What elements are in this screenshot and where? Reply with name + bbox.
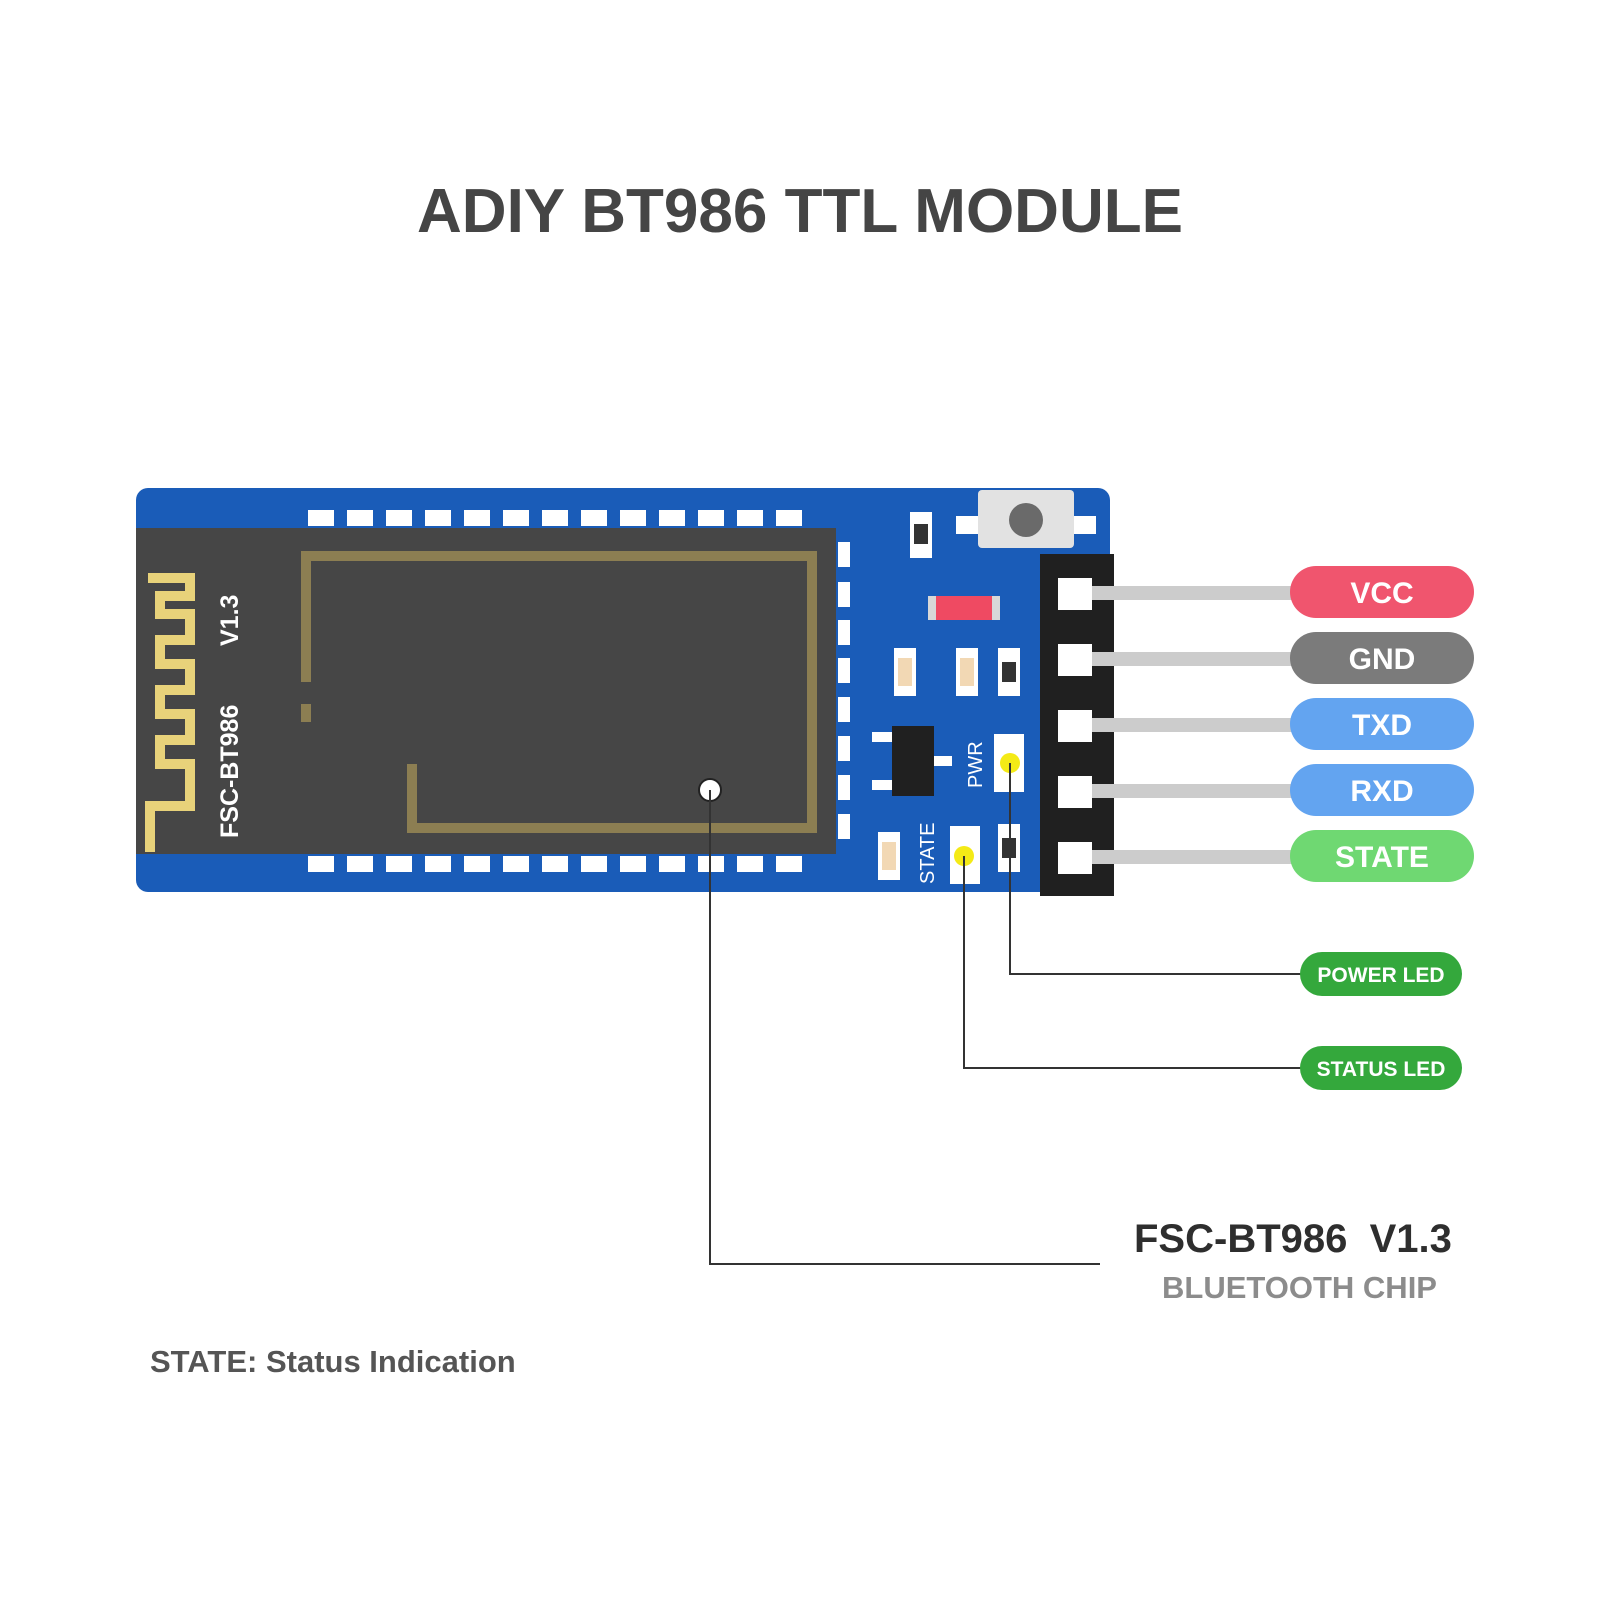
- led-badge-power: [1300, 952, 1462, 996]
- pin-text-state: STATE: [1335, 841, 1429, 874]
- pin-wires: [1092, 586, 1302, 864]
- led-text-power: POWER LED: [1317, 964, 1444, 987]
- resistor-2: [956, 648, 978, 696]
- pin-label-state: STATE: [1290, 830, 1474, 882]
- pin-badge-gnd: [1290, 632, 1474, 684]
- resistor-1: [894, 648, 916, 696]
- pin-text-txd: TXD: [1352, 709, 1412, 742]
- pin-label-vcc: VCC: [1290, 566, 1474, 618]
- led-label-power: POWER LED: [1300, 952, 1462, 996]
- smd-component-top: [910, 512, 932, 558]
- chip-callout-name: FSC-BT986 V1.3: [1134, 1217, 1452, 1261]
- red-smd: [928, 596, 1000, 620]
- antenna-trace: [145, 573, 195, 852]
- led-badge-status: [1300, 1046, 1462, 1090]
- led-text-status: STATUS LED: [1317, 1058, 1446, 1081]
- gold-trace: [301, 551, 817, 833]
- pin-pads: [1058, 578, 1092, 874]
- pwr-silkscreen: PWR: [965, 741, 987, 788]
- diode-1: [998, 648, 1020, 696]
- pin-text-gnd: GND: [1349, 643, 1416, 676]
- module-version-label: V1.3: [216, 595, 244, 646]
- pin-text-rxd: RXD: [1350, 775, 1413, 808]
- bluetooth-module: [136, 528, 836, 854]
- bottom-pads: [308, 856, 802, 872]
- led-label-status: STATUS LED: [1300, 1046, 1462, 1090]
- transistor: [872, 726, 952, 796]
- pin-text-vcc: VCC: [1350, 577, 1413, 610]
- pin-label-gnd: GND: [1290, 632, 1474, 684]
- callout-lines: [709, 763, 1304, 1265]
- resistor-3: [878, 832, 900, 880]
- chip-callout-subtitle: BLUETOOTH CHIP: [1162, 1270, 1437, 1305]
- module-name-label: FSC-BT986: [216, 705, 244, 838]
- pin-badge-txd: [1290, 698, 1474, 750]
- pin-badge-vcc: [1290, 566, 1474, 618]
- pin-badge-rxd: [1290, 764, 1474, 816]
- side-pads: [838, 542, 850, 839]
- state-silkscreen: STATE: [917, 823, 939, 884]
- pin-badge-state: [1290, 830, 1474, 882]
- pin-label-txd: TXD: [1290, 698, 1474, 750]
- page-title: ADIY BT986 TTL MODULE: [417, 177, 1183, 246]
- top-pads: [308, 510, 802, 526]
- footnote: STATE: Status Indication: [150, 1344, 516, 1379]
- pin-label-rxd: RXD: [1290, 764, 1474, 816]
- push-button[interactable]: [956, 490, 1096, 548]
